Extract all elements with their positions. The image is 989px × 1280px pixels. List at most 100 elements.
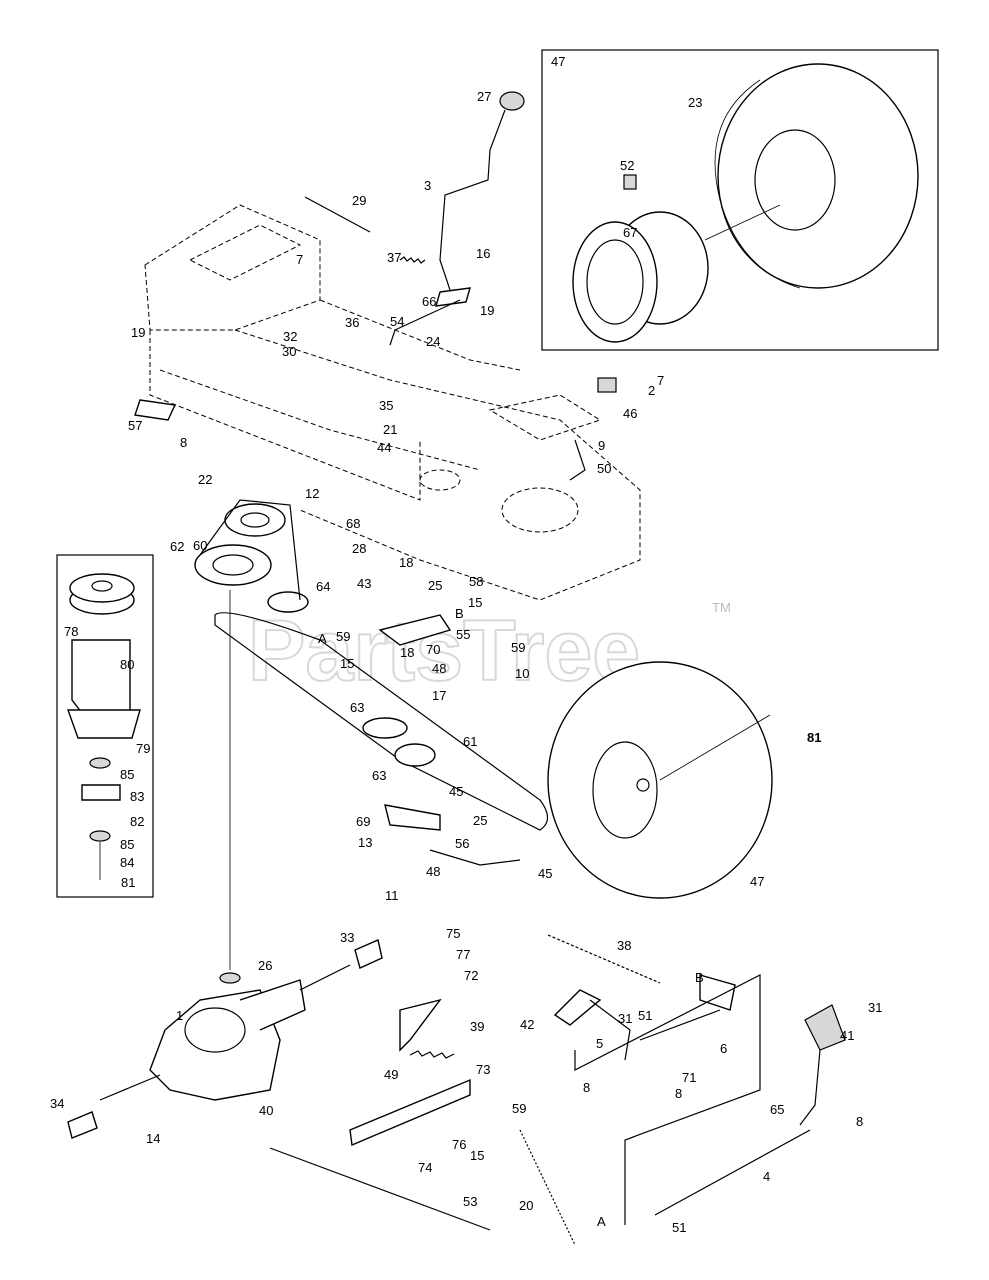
wheel-inset-frame bbox=[541, 49, 939, 351]
callout-label: 77 bbox=[456, 947, 470, 962]
callout-label: 45 bbox=[449, 784, 463, 799]
transaxle bbox=[99, 964, 351, 1101]
callout-label: 57 bbox=[128, 418, 142, 433]
callout-label: 8 bbox=[180, 435, 187, 450]
callout-label: 12 bbox=[305, 486, 319, 501]
tractor-frame bbox=[144, 204, 641, 601]
callout-label: 31 bbox=[618, 1011, 632, 1026]
shift-lever bbox=[389, 91, 525, 346]
watermark-text: PartsTree bbox=[248, 603, 640, 699]
axle-tube-right bbox=[239, 979, 306, 1031]
callout-label: 35 bbox=[379, 398, 393, 413]
callout-label: 73 bbox=[476, 1062, 490, 1077]
callout-label: 65 bbox=[770, 1102, 784, 1117]
callout-label: 6 bbox=[720, 1041, 727, 1056]
callout-label: 31 bbox=[868, 1000, 882, 1015]
callout-label: 32 bbox=[283, 329, 297, 344]
pulley-inset bbox=[56, 554, 154, 898]
rod-56 bbox=[429, 849, 521, 866]
callout-label: 5 bbox=[596, 1036, 603, 1051]
callout-label: 84 bbox=[120, 855, 134, 870]
bearing-85b bbox=[89, 830, 111, 842]
shift-knob bbox=[499, 91, 525, 111]
callout-label: 37 bbox=[387, 250, 401, 265]
callout-label: 53 bbox=[463, 1194, 477, 1209]
callout-label: 25 bbox=[428, 578, 442, 593]
callout-label: 10 bbox=[515, 666, 529, 681]
callout-label: 20 bbox=[519, 1198, 533, 1213]
callout-label: 28 bbox=[352, 541, 366, 556]
callout-label: 18 bbox=[400, 645, 414, 660]
callout-label: 59 bbox=[512, 1101, 526, 1116]
callout-label: 9 bbox=[598, 438, 605, 453]
callout-label: 34 bbox=[50, 1096, 64, 1111]
callout-label: 40 bbox=[259, 1103, 273, 1118]
callout-label: 48 bbox=[426, 864, 440, 879]
sleeve-33 bbox=[354, 939, 383, 969]
callout-label: 47 bbox=[750, 874, 764, 889]
callout-label: A bbox=[597, 1214, 606, 1229]
callout-label: B bbox=[695, 970, 704, 985]
callout-label: 42 bbox=[520, 1017, 534, 1032]
callout-label: 11 bbox=[385, 888, 399, 903]
callout-label: A bbox=[318, 631, 327, 646]
callout-label: 17 bbox=[432, 688, 446, 703]
bracket-6 bbox=[699, 974, 736, 1011]
block-46 bbox=[597, 377, 617, 393]
callout-label: 16 bbox=[476, 246, 490, 261]
callout-label: 30 bbox=[282, 344, 296, 359]
pulley-26 bbox=[219, 972, 241, 984]
callout-label: 44 bbox=[377, 440, 391, 455]
callout-label: 23 bbox=[688, 95, 702, 110]
callout-label: 13 bbox=[358, 835, 372, 850]
callout-label: 26 bbox=[258, 958, 272, 973]
sleeve-34 bbox=[67, 1111, 98, 1139]
callout-label: 19 bbox=[131, 325, 145, 340]
spring-37 bbox=[399, 256, 426, 264]
brake-pedal-42 bbox=[553, 989, 602, 1026]
callout-label: 14 bbox=[146, 1131, 160, 1146]
rod-53 bbox=[269, 1147, 491, 1231]
spring-39 bbox=[409, 1050, 455, 1059]
callout-label: 64 bbox=[316, 579, 330, 594]
callout-label: 51 bbox=[638, 1008, 652, 1023]
callout-label: 61 bbox=[463, 734, 477, 749]
shaft-4 bbox=[654, 1129, 811, 1216]
callout-label: 49 bbox=[384, 1067, 398, 1082]
callout-label: 8 bbox=[856, 1114, 863, 1129]
callout-label: 60 bbox=[193, 538, 207, 553]
callout-label: 39 bbox=[470, 1019, 484, 1034]
callout-label: 33 bbox=[340, 930, 354, 945]
callout-label: 50 bbox=[597, 461, 611, 476]
callout-label: 2 bbox=[648, 383, 655, 398]
callout-labels: 47 1 2 3 4 5 6 7 7 8 8 8 8 9 10 11 12 13… bbox=[50, 54, 882, 1235]
callout-label: 58 bbox=[469, 574, 483, 589]
transaxle-body bbox=[149, 989, 281, 1101]
arm-73 bbox=[349, 1078, 471, 1147]
rear-tire bbox=[717, 63, 919, 289]
callout-label: 83 bbox=[130, 789, 144, 804]
callout-label: 21 bbox=[383, 422, 397, 437]
callout-label: 69 bbox=[356, 814, 370, 829]
callout-label: 8 bbox=[583, 1080, 590, 1095]
callout-label: 59 bbox=[336, 629, 350, 644]
callout-label: 82 bbox=[130, 814, 144, 829]
callout-label: 66 bbox=[422, 294, 436, 309]
spring-38 bbox=[547, 934, 661, 984]
callout-label: 62 bbox=[170, 539, 184, 554]
callout-label: 7 bbox=[657, 373, 664, 388]
callout-label: 63 bbox=[350, 700, 364, 715]
callout-label: 15 bbox=[470, 1148, 484, 1163]
callout-label: 78 bbox=[64, 624, 78, 639]
hub-83 bbox=[81, 784, 121, 801]
valve-stem bbox=[623, 174, 637, 190]
callout-label: 76 bbox=[452, 1137, 466, 1152]
callout-label: 24 bbox=[426, 334, 440, 349]
pulley-63a bbox=[362, 717, 408, 739]
callout-label: 54 bbox=[390, 314, 404, 329]
callout-label: 72 bbox=[464, 968, 478, 983]
callout-label: 81 bbox=[807, 730, 821, 745]
pulley-inset-frame bbox=[56, 554, 154, 898]
callout-label: 15 bbox=[468, 595, 482, 610]
callout-label: 36 bbox=[345, 315, 359, 330]
